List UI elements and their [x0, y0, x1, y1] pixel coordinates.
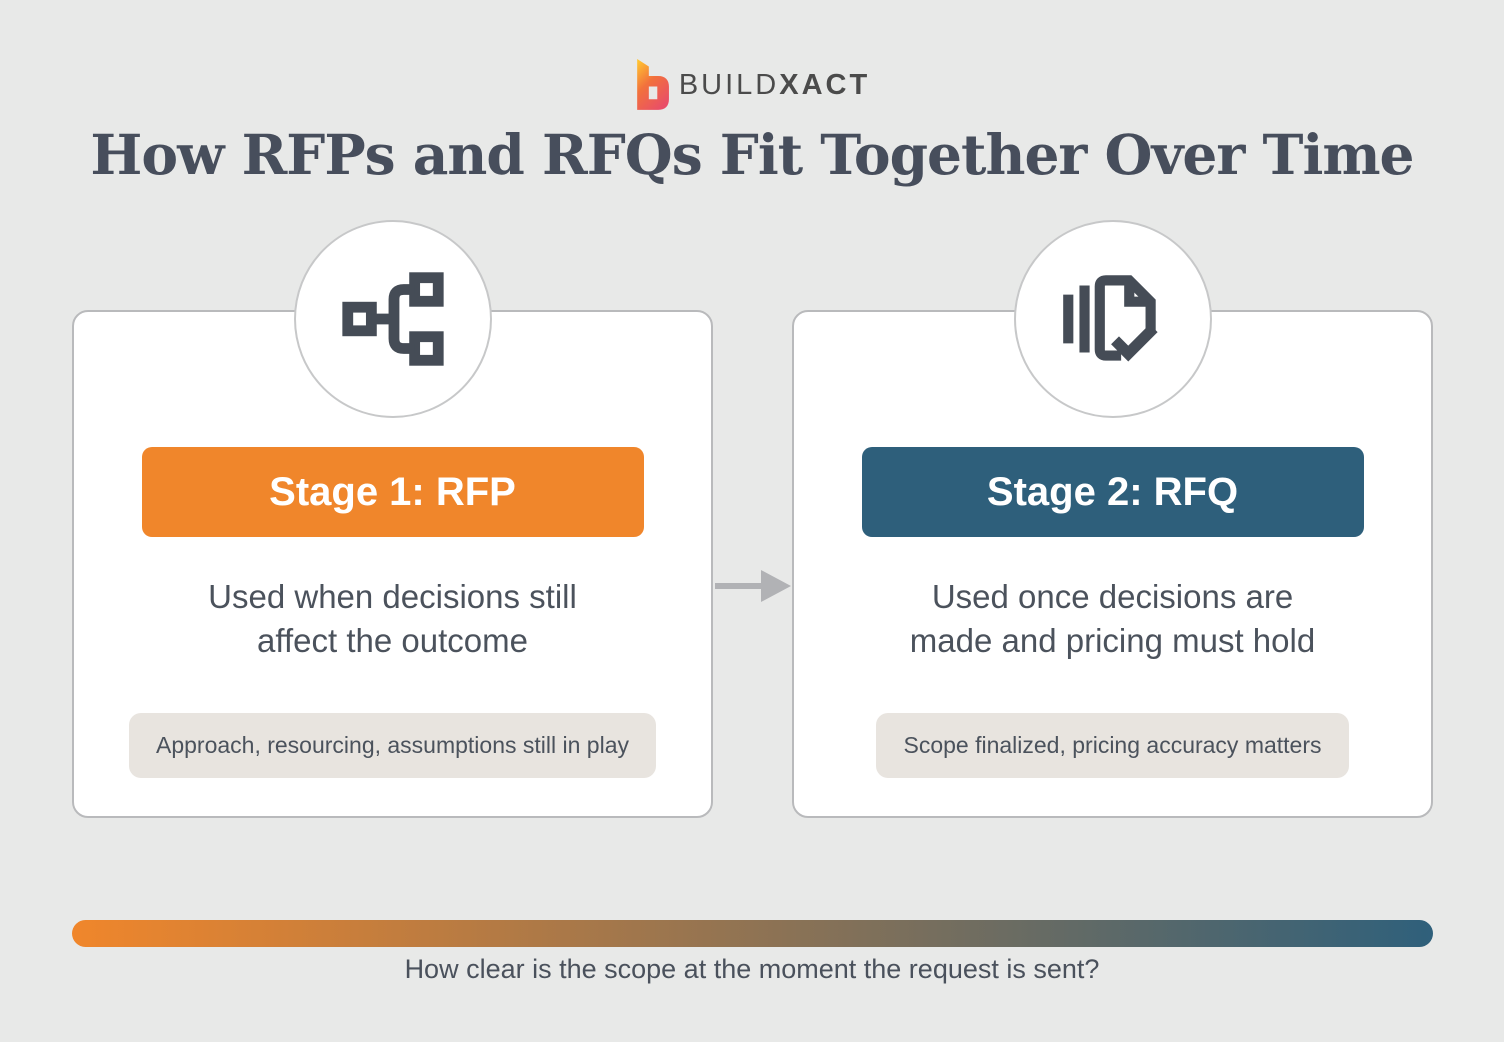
stage1-icon-circle [293, 220, 492, 418]
arrow-right-icon [715, 570, 791, 602]
stage2-note-pill: Scope finalized, pricing accuracy matter… [876, 712, 1349, 778]
flowchart-icon [341, 272, 444, 366]
stage1-label-button: Stage 1: RFP [141, 447, 644, 537]
stage2-icon-circle [1013, 220, 1212, 418]
timeline-gradient-bar [72, 920, 1433, 947]
stage1-card: Stage 1: RFP Used when decisions still a… [72, 220, 713, 818]
stage2-description: Used once decisions are made and pricing… [909, 578, 1316, 659]
brand-name-bold: XACT [779, 69, 871, 101]
stage1-description: Used when decisions still affect the out… [208, 578, 577, 659]
stage2-card: Stage 2: RFQ Used once decisions are mad… [792, 220, 1433, 818]
stage1-note-pill: Approach, resourcing, assumptions still … [128, 712, 656, 778]
timeline-question: How clear is the scope at the moment the… [404, 954, 1100, 984]
page-title: How RFPs and RFQs Fit Together Over Time [90, 122, 1414, 187]
brand-name-regular: BUILD [678, 69, 780, 101]
buildxact-logo-icon [636, 59, 669, 110]
documents-check-icon [1062, 275, 1158, 362]
stage2-label-button: Stage 2: RFQ [861, 447, 1364, 537]
